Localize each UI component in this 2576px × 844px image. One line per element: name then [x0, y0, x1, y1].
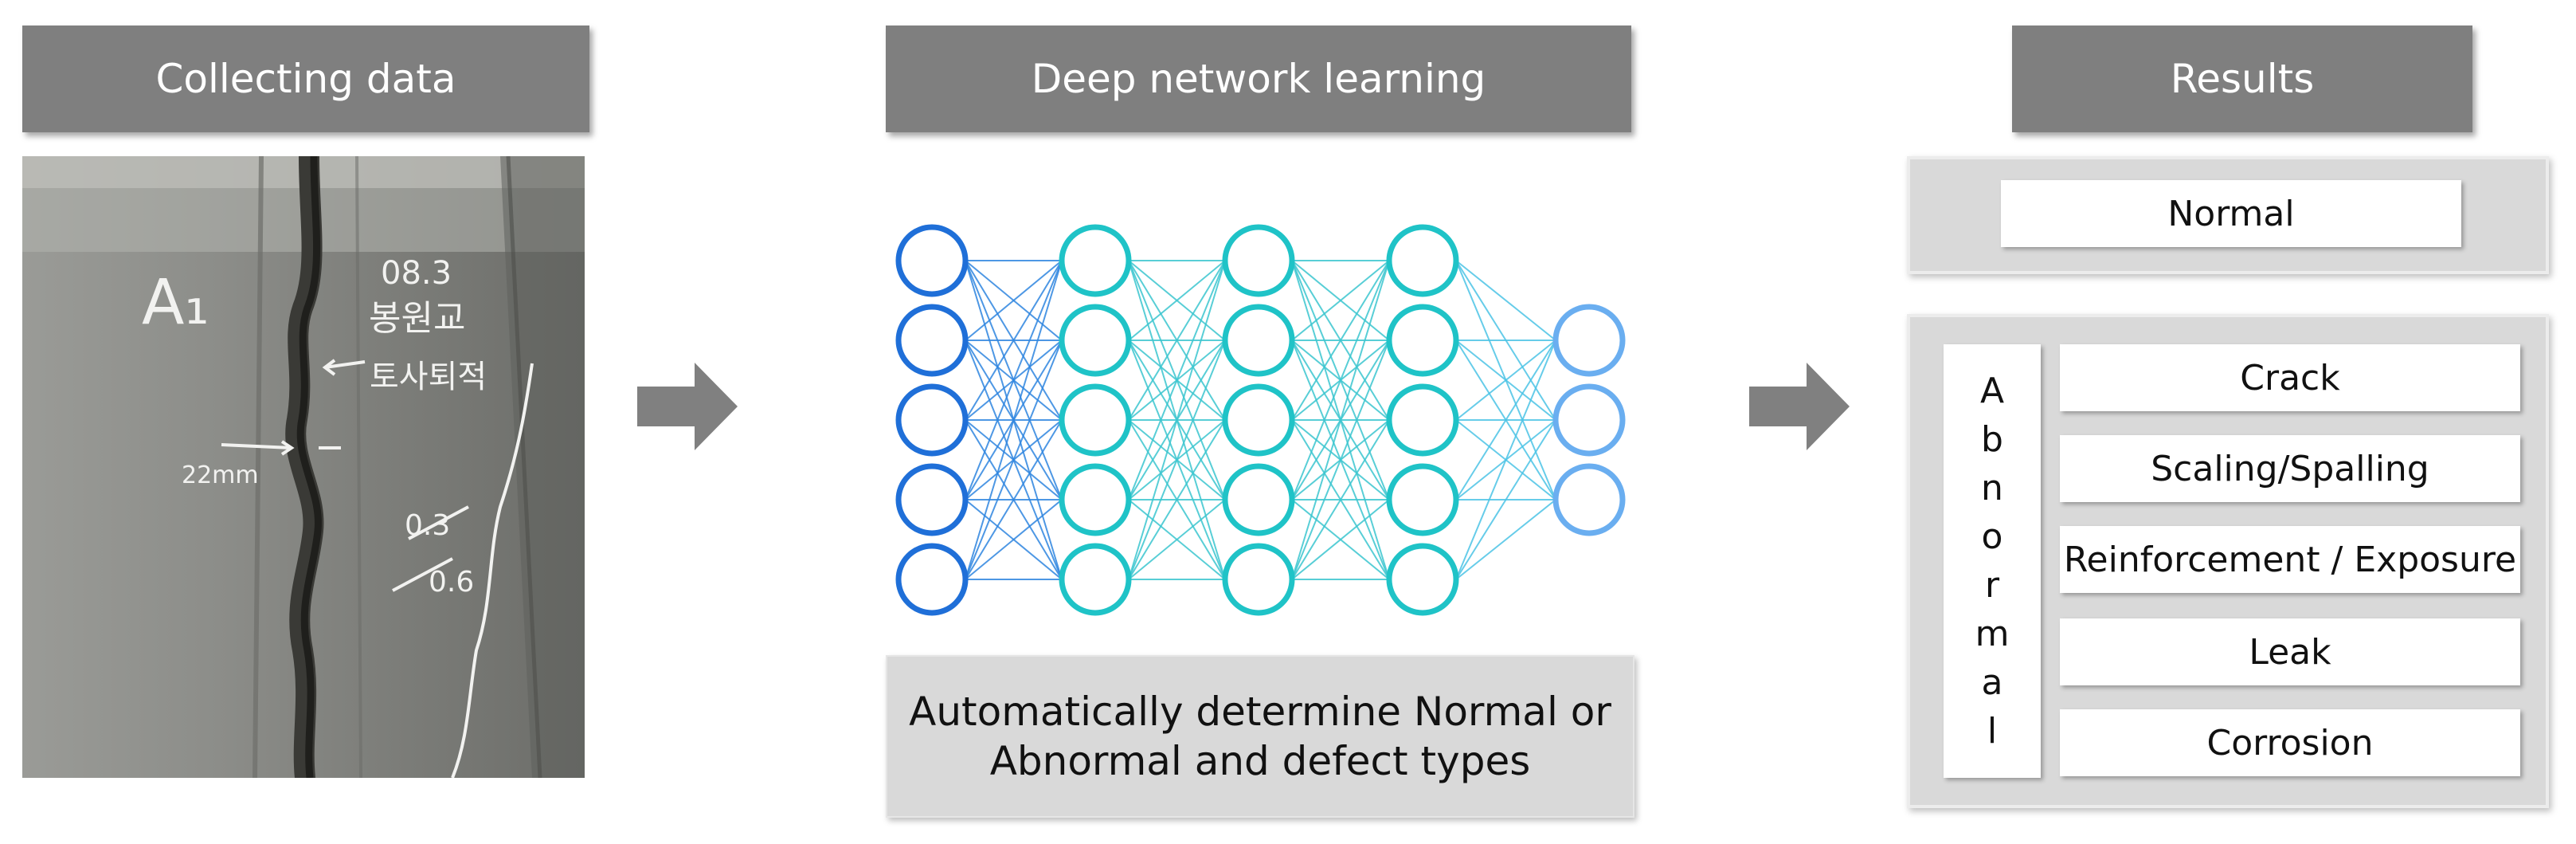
collecting-data-header: Collecting data: [22, 26, 589, 132]
network-node: [1552, 383, 1626, 457]
network-connection: [1291, 340, 1390, 580]
chalk-label-03: 0.3: [405, 509, 450, 542]
network-connection: [1128, 260, 1226, 341]
abnormal-letter: n: [1981, 468, 2003, 508]
network-node: [895, 463, 969, 536]
network-connection: [1128, 260, 1226, 580]
abnormal-letter: l: [1987, 711, 1998, 752]
network-connection: [1128, 260, 1226, 501]
defect-card: Reinforcement / Exposure: [2060, 526, 2520, 593]
defect-card: Scaling/Spalling: [2060, 435, 2520, 502]
network-connection: [965, 419, 1063, 580]
network-connection: [1291, 260, 1390, 501]
network-node: [1222, 383, 1295, 457]
network-node: [1059, 304, 1132, 377]
network-node: [1386, 383, 1459, 457]
concrete-crack-photo: A₁ 08.3 봉원교 토사퇴적 22mm 0.3 0.6: [22, 156, 585, 778]
deep-network-learning-header: Deep network learning: [886, 26, 1631, 132]
network-node: [1222, 224, 1295, 297]
network-connection: [1128, 419, 1226, 580]
network-node: [1059, 543, 1132, 616]
network-node: [895, 304, 969, 377]
network-node: [1386, 543, 1459, 616]
arrow-right-icon: [637, 363, 738, 450]
network-connection: [1291, 260, 1390, 580]
defect-card: Crack: [2060, 344, 2520, 411]
network-node: [1059, 224, 1132, 297]
normal-card: Normal: [2001, 180, 2461, 247]
chalk-label-a: A₁: [142, 267, 209, 339]
network-connection: [1455, 419, 1556, 580]
network-node: [1386, 224, 1459, 297]
chalk-label-06: 0.6: [429, 566, 474, 599]
network-node: [895, 224, 969, 297]
abnormal-letter: a: [1981, 662, 2003, 703]
network-node: [1059, 463, 1132, 536]
network-node: [895, 543, 969, 616]
defect-card: Corrosion: [2060, 709, 2520, 776]
network-node: [1222, 543, 1295, 616]
network-connection: [1455, 260, 1556, 341]
abnormal-letter: b: [1981, 419, 2003, 460]
abnormal-letter: m: [1975, 614, 2010, 654]
network-node: [895, 383, 969, 457]
network-connection: [965, 260, 1063, 421]
network-node: [1386, 463, 1459, 536]
network-connection: [1455, 340, 1556, 421]
arrow-right-icon: [1749, 363, 1850, 450]
network-node: [1552, 463, 1626, 536]
network-connection: [1455, 340, 1556, 580]
defect-card: Leak: [2060, 618, 2520, 685]
chalk-label-soil: 토사퇴적: [370, 359, 487, 395]
network-connection: [1291, 260, 1390, 421]
abnormal-letter: A: [1979, 371, 2005, 411]
network-connection: [1128, 260, 1226, 421]
network-node: [1552, 304, 1626, 377]
network-connection: [1291, 260, 1390, 341]
network-connection: [1455, 499, 1556, 580]
network-node: [1059, 383, 1132, 457]
network-connection: [965, 340, 1063, 580]
description-box: Automatically determine Normal or Abnorm…: [886, 655, 1634, 818]
chalk-label-width: 22mm: [182, 461, 259, 489]
chalk-label-date: 08.3: [381, 255, 452, 292]
network-connection: [965, 499, 1063, 580]
network-connection: [1128, 340, 1226, 580]
network-node: [1222, 463, 1295, 536]
network-connection: [1455, 340, 1556, 501]
network-connection: [1128, 499, 1226, 580]
network-connection: [1291, 419, 1390, 580]
network-connection: [965, 260, 1063, 341]
network-node: [1222, 304, 1295, 377]
abnormal-letter: o: [1981, 516, 2003, 557]
network-connection: [965, 260, 1063, 501]
chalk-label-bridge: 봉원교: [369, 298, 465, 339]
neural-network-diagram: [895, 224, 1626, 616]
results-header: Results: [2012, 26, 2472, 132]
network-node: [1386, 304, 1459, 377]
abnormal-letter: r: [1984, 565, 2000, 606]
network-connection: [1291, 499, 1390, 580]
network-connection: [965, 260, 1063, 580]
